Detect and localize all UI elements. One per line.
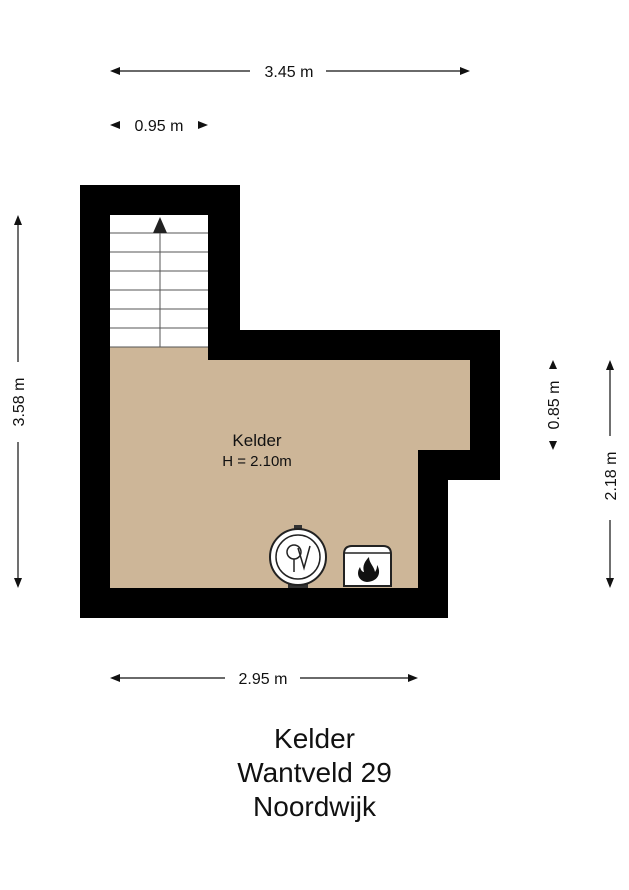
dimension-left-height: 3.58 m (11, 215, 28, 588)
left-height-label: 3.58 m (11, 378, 28, 427)
dimension-stair-width: 0.95 m (110, 118, 208, 135)
stair-width-label: 0.95 m (135, 118, 184, 135)
fire-heater-icon (343, 545, 392, 587)
top-width-label: 3.45 m (265, 64, 314, 81)
room-name: Kelder (232, 431, 281, 450)
dimension-right-offset: 0.85 m (546, 360, 563, 450)
dimension-right-height: 2.18 m (603, 360, 620, 588)
caption-city: Noordwijk (253, 791, 376, 822)
plan-caption: Kelder Wantveld 29 Noordwijk (0, 722, 629, 824)
boiler-icon (269, 525, 327, 588)
caption-floor: Kelder (274, 723, 355, 754)
room-height: H = 2.10m (222, 453, 292, 470)
bottom-width-label: 2.95 m (239, 671, 288, 688)
staircase (110, 215, 208, 348)
caption-address: Wantveld 29 (237, 757, 392, 788)
dimension-bottom-width: 2.95 m (110, 671, 418, 688)
dimension-top-width: 3.45 m (110, 64, 470, 81)
right-offset-label: 0.85 m (546, 381, 563, 430)
stair-arrow-icon (153, 217, 167, 233)
right-height-label: 2.18 m (603, 452, 620, 501)
